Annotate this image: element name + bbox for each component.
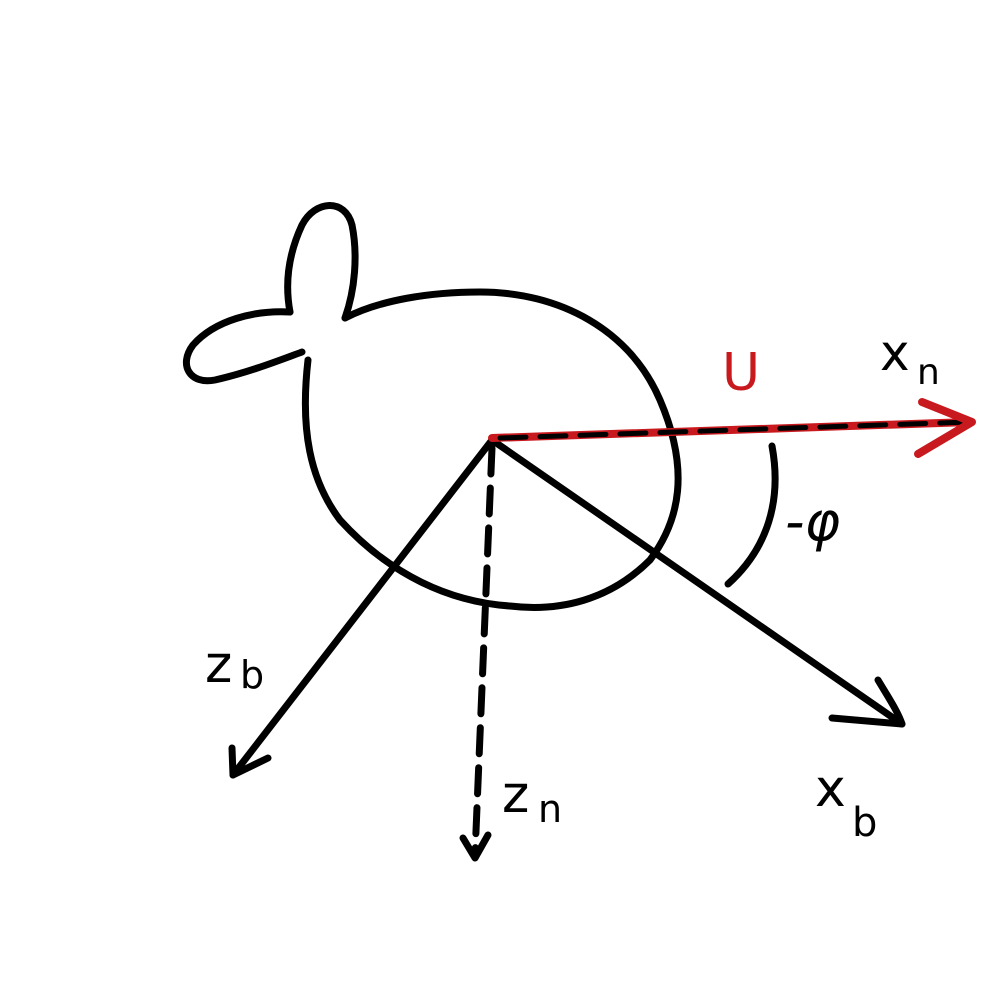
x-b-axis [488,436,906,728]
x-b-arrowhead [828,676,906,728]
z-b-arrowhead [228,744,272,779]
velocity-label: U [722,343,760,403]
x-b-label: x [815,759,846,819]
x-n-subscript: n [917,352,940,393]
z-n-axis [471,444,496,859]
x-n-label: x [880,324,910,382]
z-b-subscript: b [240,653,264,697]
z-n-arrowhead [459,831,492,862]
z-b-axis [229,436,496,779]
tail-fin-lower [182,308,306,385]
z-n-label: z [502,765,529,825]
velocity-vector [488,418,974,442]
z-n-subscript: n [538,787,562,831]
body-outline [301,288,682,611]
z-b-label: z [205,635,232,695]
x-b-subscript: b [852,800,877,846]
velocity-arrowhead [914,398,976,458]
angle-label: -φ [785,490,840,553]
angle-arc [724,442,779,588]
tail-fin-upper [284,202,359,322]
x-n-axis [497,419,971,441]
